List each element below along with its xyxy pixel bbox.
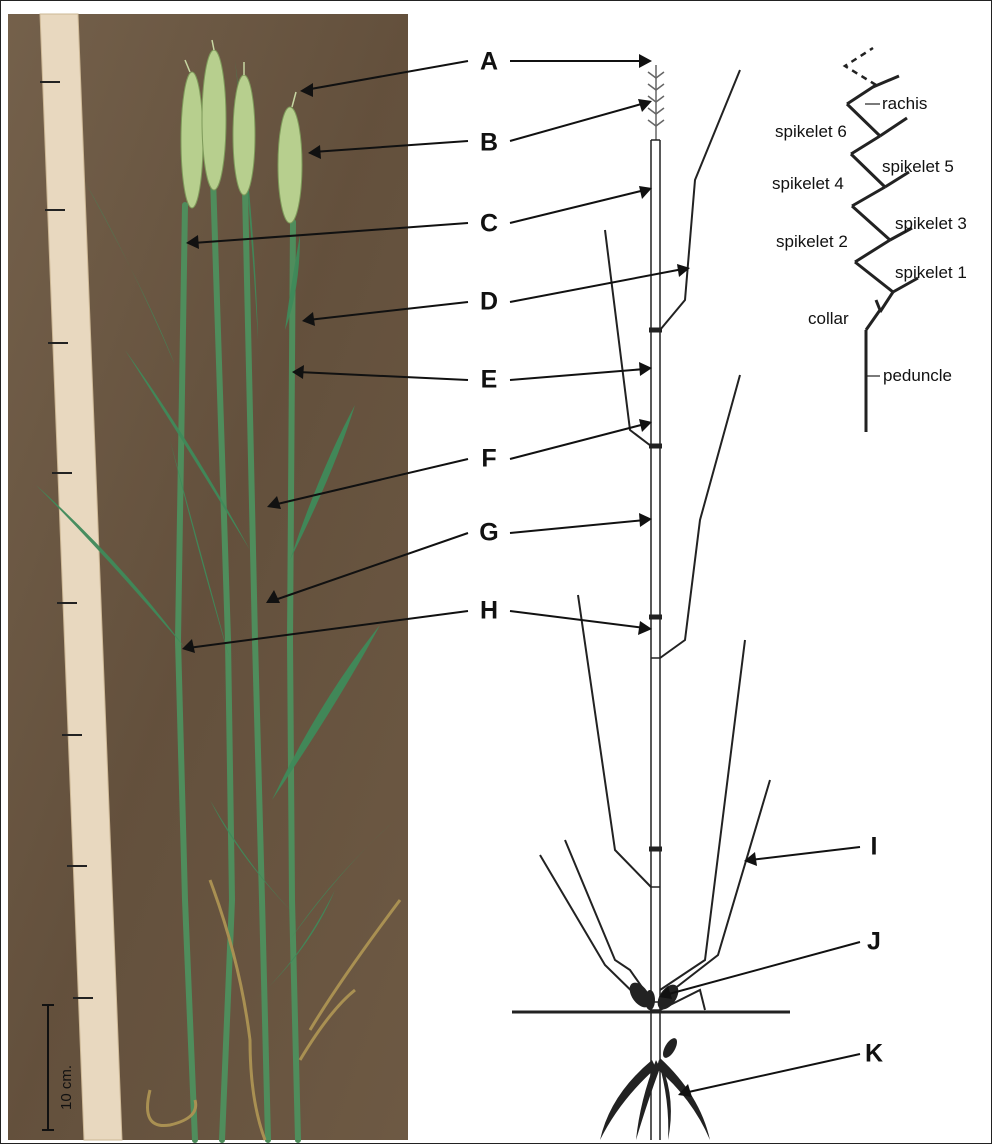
roots	[600, 1058, 710, 1140]
label-spikelet-5: spikelet 5	[882, 158, 954, 175]
label-f: F	[481, 447, 496, 472]
label-e: E	[481, 368, 498, 393]
label-k: K	[865, 1042, 883, 1067]
label-collar: collar	[808, 310, 849, 327]
label-g: G	[479, 521, 498, 546]
label-d: D	[480, 290, 498, 315]
label-spikelet-1: spikelet 1	[895, 264, 967, 281]
label-b: B	[480, 131, 498, 156]
scale-bar-label: 10 cm.	[58, 1065, 75, 1110]
label-a: A	[480, 50, 498, 75]
label-c: C	[480, 212, 498, 237]
label-j: J	[867, 930, 881, 955]
label-spikelet-3: spikelet 3	[895, 215, 967, 232]
label-i: I	[871, 835, 878, 860]
label-peduncle: peduncle	[883, 367, 952, 384]
label-spikelet-6: spikelet 6	[775, 123, 847, 140]
label-h: H	[480, 599, 498, 624]
wheat-photo	[8, 14, 408, 1140]
label-rachis: rachis	[882, 95, 927, 112]
label-spikelet-4: spikelet 4	[772, 175, 844, 192]
label-spikelet-2: spikelet 2	[776, 233, 848, 250]
